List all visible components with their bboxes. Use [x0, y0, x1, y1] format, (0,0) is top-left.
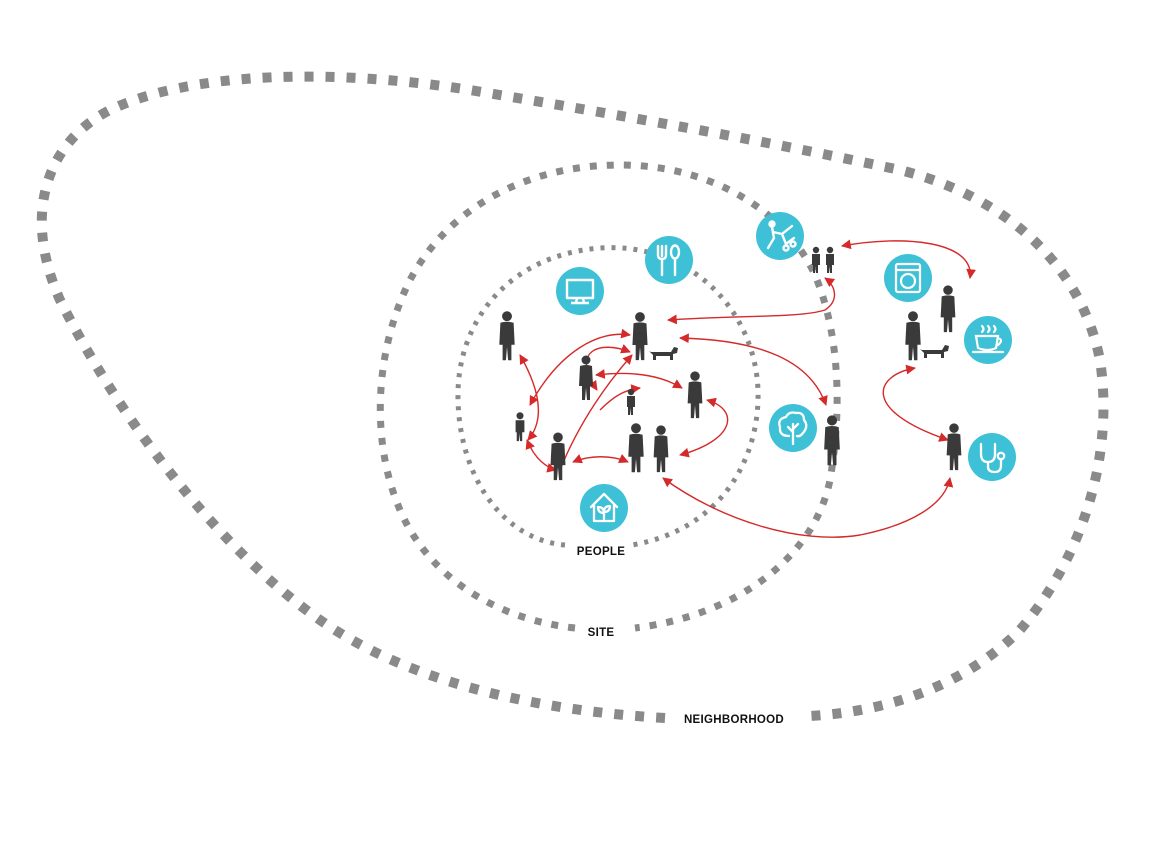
person-figure [940, 285, 956, 333]
home-plant-icon [580, 484, 628, 532]
person-figure [499, 311, 515, 361]
stethoscope-icon [968, 433, 1016, 481]
person-figure [632, 312, 648, 361]
person-figure [687, 371, 703, 419]
person-figure [550, 432, 566, 481]
person-figure [824, 415, 840, 466]
person-figure [653, 425, 669, 473]
child-figure [812, 246, 820, 273]
monitor-icon [556, 267, 604, 315]
dog-figure [649, 347, 678, 360]
dog-figure [920, 345, 949, 358]
connection-arrows [519, 239, 976, 538]
neighborhood-label: NEIGHBORHOOD [684, 714, 784, 726]
person-figure [579, 355, 593, 400]
site-boundary [376, 161, 841, 632]
coffee-cup-icon [964, 316, 1012, 364]
stroller-icon [756, 212, 804, 260]
child-figure [627, 388, 635, 415]
fork-spoon-icon [645, 236, 693, 284]
person-figure [946, 423, 962, 471]
person-figure [905, 311, 921, 361]
child-figure [515, 412, 525, 442]
people-label: PEOPLE [577, 546, 625, 558]
person-figure [628, 423, 644, 473]
site-label: SITE [588, 627, 615, 639]
neighborhood-boundary [36, 71, 1109, 723]
child-figure [826, 246, 834, 273]
washing-machine-icon [884, 254, 932, 302]
tree-icon [769, 404, 817, 452]
